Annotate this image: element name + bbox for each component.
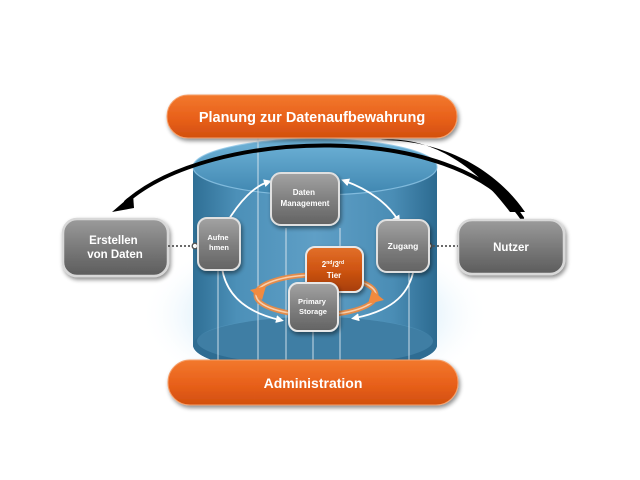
svg-text:Daten Management: Daten Management — [281, 188, 330, 208]
access-label: Zugang — [388, 241, 419, 251]
svg-text:Aufne hmen: Aufne hmen — [207, 233, 230, 252]
tier-label-line2: Tier — [327, 271, 342, 280]
svg-text:2nd/3rd Tier: 2nd/3rd Tier — [322, 257, 346, 280]
user-label: Nutzer — [493, 242, 529, 254]
access-node: Zugang — [376, 219, 430, 273]
user-box: Nutzer — [456, 218, 566, 276]
tier-label-sep: /3 — [332, 260, 339, 269]
ingest-label-line2: hmen — [209, 243, 229, 252]
create-data-box: Erstellen von Daten — [61, 217, 170, 278]
primary-storage-node: Primary Storage — [288, 282, 339, 332]
svg-text:Erstellen von Daten: Erstellen von Daten — [87, 235, 143, 261]
lifecycle-arc-arrow — [112, 139, 525, 220]
tier-label-sup-a: nd — [326, 260, 332, 266]
cycle-arrows — [221, 178, 418, 324]
data-management-label-line2: Management — [281, 199, 330, 208]
ingest-node: Aufne hmen — [197, 217, 241, 271]
tier-label-sup-b: rd — [339, 260, 344, 266]
administration-label: Administration — [264, 375, 363, 391]
primary-storage-label-line2: Storage — [299, 307, 327, 316]
create-data-label-line2: von Daten — [87, 249, 143, 261]
data-management-node: Daten Management — [270, 172, 340, 226]
primary-storage-label-line1: Primary — [298, 297, 327, 306]
retention-planning-label: Planung zur Datenaufbewahrung — [199, 110, 425, 126]
ingest-label-line1: Aufne — [207, 233, 228, 242]
administration-banner: Administration — [167, 359, 459, 406]
create-data-label-line1: Erstellen — [89, 235, 138, 247]
retention-planning-banner: Planung zur Datenaufbewahrung — [166, 94, 458, 139]
svg-text:Primary Storage: Primary Storage — [298, 297, 328, 316]
data-management-label-line1: Daten — [293, 188, 315, 197]
tier-label-num-a: 2 — [322, 260, 327, 269]
